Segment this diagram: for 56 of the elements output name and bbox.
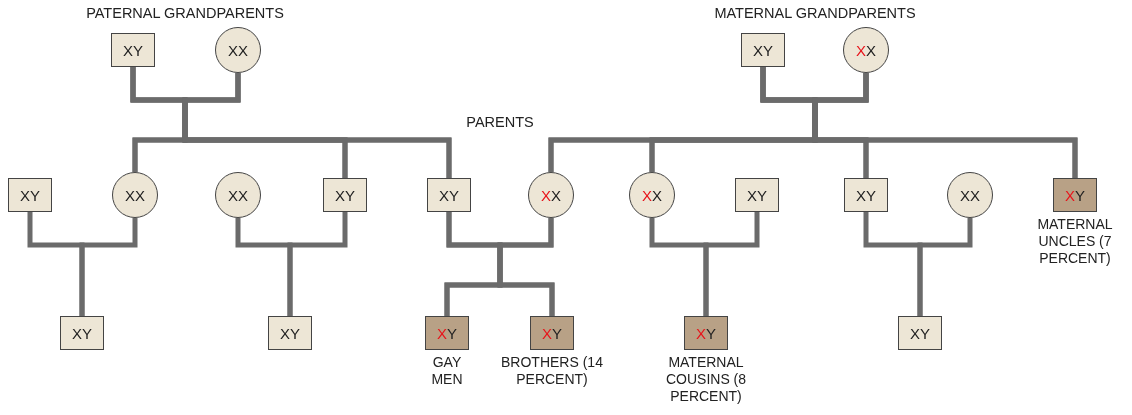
female-circle [843, 27, 889, 73]
genotype-label: XY [20, 186, 40, 204]
pedigree-line [287, 212, 348, 316]
female-circle [112, 172, 158, 218]
male-square [530, 316, 574, 350]
male-square [425, 316, 469, 350]
group-caption: GAY MEN [430, 354, 464, 388]
male-square [844, 178, 888, 212]
genotype-label: XY [437, 324, 457, 342]
genotype-label: XY [753, 41, 773, 59]
female-circle [215, 27, 261, 73]
genotype-label: XX [125, 186, 145, 204]
male-square [735, 178, 779, 212]
male-square [741, 33, 785, 67]
pedigree-line [79, 218, 138, 316]
female-circle [629, 172, 675, 218]
male-square [60, 316, 104, 350]
genotype-label: XY [856, 186, 876, 204]
genotype-label: XY [439, 186, 459, 204]
pedigree-line [917, 218, 973, 316]
pedigree-line [812, 73, 1078, 178]
male-square [8, 178, 52, 212]
genotype-label: XY [123, 41, 143, 59]
genotype-label: XY [747, 186, 767, 204]
pedigree-line [703, 212, 760, 316]
male-square [323, 178, 367, 212]
genotype-label: XY [1065, 186, 1085, 204]
genotype-label: XX [642, 186, 662, 204]
genotype-label: XY [696, 324, 716, 342]
male-square [111, 33, 155, 67]
generation-label: MATERNAL GRANDPARENTS [714, 5, 916, 21]
genotype-label: XX [228, 186, 248, 204]
group-caption: MATERNAL UNCLES (7 PERCENT) [1036, 216, 1114, 267]
genotype-label: XY [335, 186, 355, 204]
genotype-label: XX [856, 41, 876, 59]
genotype-label: XY [542, 324, 562, 342]
pedigree-line [497, 218, 555, 316]
male-square [427, 178, 471, 212]
pedigree-line [182, 73, 452, 178]
male-square [268, 316, 312, 350]
male-square [684, 316, 728, 350]
male-square [1053, 178, 1097, 212]
genotype-label: XY [910, 324, 930, 342]
genotype-label: XX [228, 41, 248, 59]
generation-label: PATERNAL GRANDPARENTS [86, 5, 284, 21]
genotype-label: XY [72, 324, 92, 342]
generation-label: PARENTS [466, 114, 534, 130]
female-circle [215, 172, 261, 218]
female-circle [528, 172, 574, 218]
group-caption: BROTHERS (14 PERCENT) [500, 354, 604, 388]
genotype-label: XY [280, 324, 300, 342]
male-square [898, 316, 942, 350]
group-caption: MATERNAL COUSINS (8 PERCENT) [664, 354, 748, 405]
female-circle [947, 172, 993, 218]
genotype-label: XX [960, 186, 980, 204]
genotype-label: XX [541, 186, 561, 204]
